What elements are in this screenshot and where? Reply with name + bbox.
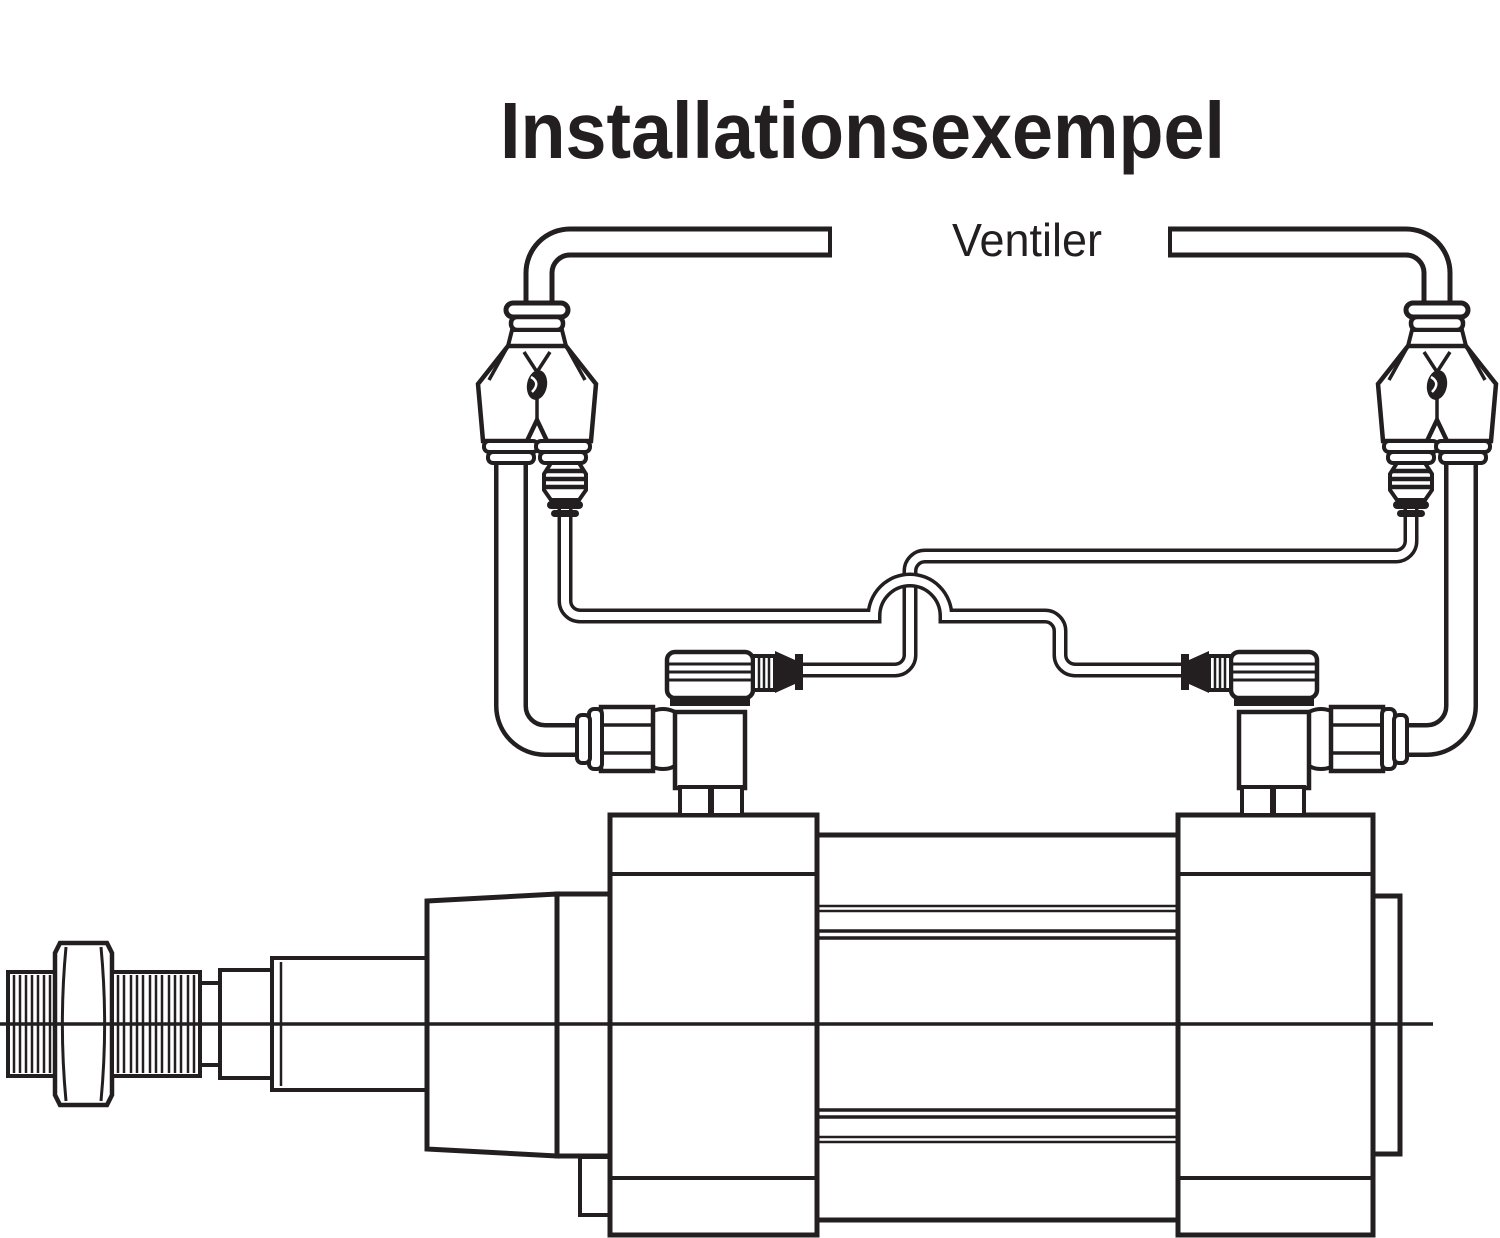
banjo-cap — [1228, 649, 1320, 701]
banjo-cap — [664, 649, 756, 701]
y-push-in-fitting-right — [1375, 300, 1499, 517]
elbow-hex-nut — [598, 704, 656, 774]
port-studs — [1240, 785, 1306, 817]
crossover-tube-right-to-left-port — [798, 503, 1419, 678]
tube-to-valve-left — [523, 226, 832, 318]
front-cap-tab — [578, 1155, 612, 1217]
tube-to-valve-right — [1168, 226, 1453, 318]
port-studs — [678, 785, 744, 817]
banjo-elbow-fitting-left — [575, 649, 803, 817]
page-title: Installationsexempel — [500, 86, 1225, 175]
elbow-hex-nut — [1328, 704, 1386, 774]
banjo-elbow-fitting-right — [1181, 649, 1409, 817]
reducer-fitting-left — [542, 461, 588, 517]
banjo-body — [1236, 709, 1312, 791]
reducer-fitting-right — [1388, 461, 1434, 517]
supply-tube-right — [1390, 448, 1478, 757]
brand-mark — [526, 370, 548, 400]
pneumatic-cylinder — [0, 812, 1433, 1238]
y-push-in-fitting-left — [475, 300, 599, 517]
valves-label: Ventiler — [952, 214, 1102, 266]
cylinder-barrel — [814, 832, 1181, 1223]
supply-tube-left — [494, 448, 586, 757]
push-in-connector — [751, 651, 803, 693]
crossover-tube-left-to-right-port — [557, 503, 1186, 678]
banjo-body — [672, 709, 748, 791]
brand-mark — [1426, 370, 1448, 400]
push-in-connector — [1181, 651, 1233, 693]
